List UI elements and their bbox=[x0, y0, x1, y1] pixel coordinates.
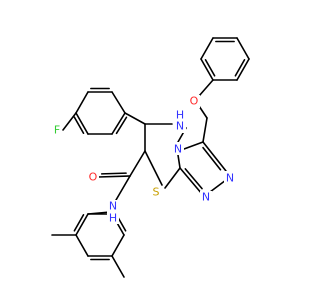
atom-N-ring: N bbox=[176, 120, 184, 133]
bond-ring bbox=[177, 154, 181, 169]
bond-triazole bbox=[202, 141, 227, 172]
bond-triazole bbox=[179, 167, 203, 195]
atom-N-amide: N bbox=[109, 200, 117, 213]
atom-N-triazole-1: N bbox=[226, 172, 234, 185]
bond-methyl bbox=[111, 255, 125, 278]
bond-ring bbox=[144, 150, 163, 186]
atom-labels: F N H N O O S N N N H bbox=[52, 95, 236, 225]
atom-N-fused: N bbox=[174, 143, 182, 156]
bond-triazole bbox=[202, 146, 222, 171]
bond-c-n bbox=[115, 175, 131, 201]
bond-phenoxy bbox=[200, 58, 214, 81]
bond-triazole bbox=[184, 168, 203, 190]
bond-aryl-ring bbox=[124, 112, 146, 125]
bond-phenoxy bbox=[204, 58, 216, 77]
bond-dimethylphenyl bbox=[73, 213, 85, 232]
bond-dimethylphenyl bbox=[75, 234, 89, 257]
bond-ring-carbonyl bbox=[129, 150, 146, 177]
atom-H-ring: H bbox=[176, 109, 184, 122]
bond-c-o bbox=[97, 175, 131, 178]
bond-fluorophenyl bbox=[73, 116, 85, 135]
bond-phenoxy bbox=[236, 58, 250, 81]
bond-triazole bbox=[183, 141, 204, 150]
atom-N-triazole-2: N bbox=[202, 191, 210, 204]
molecule-structure: F N H N O O S N N N H bbox=[51, 37, 250, 278]
bond-o-ph bbox=[198, 79, 214, 97]
atom-F: F bbox=[54, 124, 60, 137]
bond-o bbox=[198, 105, 208, 119]
bond-ch2 bbox=[202, 117, 208, 143]
bond-fluorophenyl bbox=[111, 91, 126, 114]
atom-O-ether: O bbox=[190, 95, 199, 108]
bond-phenoxy bbox=[234, 58, 246, 77]
bond-fluorophenyl bbox=[111, 112, 126, 135]
bond-phenoxy bbox=[236, 37, 250, 60]
bond-dimethylphenyl bbox=[111, 234, 125, 257]
bond-dimethylphenyl bbox=[75, 213, 89, 236]
bonds bbox=[51, 37, 250, 278]
atom-H-amide: H bbox=[109, 212, 117, 225]
bond-triazole bbox=[209, 179, 227, 193]
atom-S: S bbox=[153, 186, 160, 199]
bond-c-f bbox=[62, 112, 77, 131]
bond-s-c bbox=[164, 167, 181, 189]
bond-phenoxy bbox=[200, 37, 214, 60]
bond-c-o bbox=[100, 172, 127, 175]
bond-fluorophenyl bbox=[115, 116, 128, 135]
atom-O-carbonyl: O bbox=[89, 171, 98, 184]
bond-fluorophenyl bbox=[75, 112, 89, 135]
bond-fluorophenyl bbox=[75, 91, 89, 114]
